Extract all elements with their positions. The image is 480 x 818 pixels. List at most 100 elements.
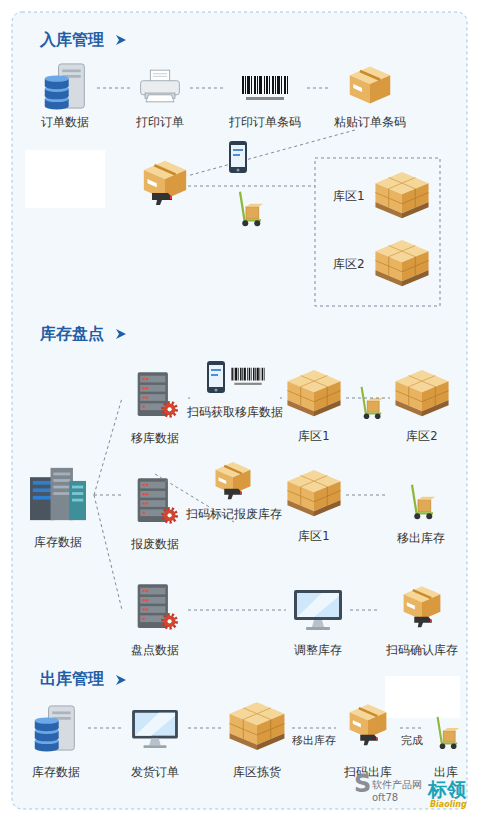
icon-node: 打印订单条码 [223, 62, 307, 130]
trolley-icon [438, 717, 460, 749]
node-caption: 打印订单条码 [211, 115, 319, 130]
monitor-icon [294, 590, 342, 630]
dashed-connector [94, 398, 122, 495]
node-caption: 订单数据 [21, 115, 109, 130]
scanner-icon [224, 489, 242, 500]
edge-label: 完成 [401, 734, 423, 748]
header-arrow [116, 329, 126, 339]
barcode-icon [231, 374, 264, 385]
scanner-icon [414, 617, 432, 628]
rack-icon [138, 478, 177, 522]
node-caption: 盘点数据 [110, 643, 200, 658]
leader-line [187, 130, 355, 176]
icon-node: 移库数据 [122, 368, 188, 446]
section-heading: 出库管理 [40, 669, 104, 688]
scanner-icon [152, 193, 172, 205]
white-patch [385, 676, 460, 718]
node-caption: 库区1 [270, 529, 358, 544]
monitor-icon [132, 710, 178, 748]
icon-node: 库区1 [282, 364, 346, 444]
pallet-icon [230, 702, 285, 750]
dashed-connector [88, 728, 122, 729]
icon-node: 库区2 [325, 236, 435, 292]
icon-node: 库存数据 [24, 700, 88, 780]
node-caption: 库区2 [333, 257, 365, 272]
barcode-icon [242, 85, 288, 100]
section-heading: 库存盘点 [40, 324, 104, 343]
node-caption: 库区2 [378, 429, 466, 444]
pallet-icon [375, 172, 428, 218]
node-caption: 移库数据 [110, 431, 200, 446]
box-icon [404, 586, 441, 620]
icon-node: 订单数据 [33, 62, 97, 130]
leader-line [188, 186, 315, 187]
icon-node: 发货订单 [122, 700, 188, 780]
icon-node: 盘点数据 [122, 580, 188, 658]
dashed-connector [280, 398, 282, 399]
dashed-connector [188, 610, 286, 611]
node-caption: 库区1 [270, 429, 358, 444]
dashed-connector [292, 728, 336, 729]
rack-icon [138, 372, 177, 416]
dashed-connector [94, 495, 122, 610]
icon-node: 扫码标记报废库存 [186, 456, 282, 522]
dashed-connector [346, 398, 390, 399]
dashed-connector [97, 88, 130, 89]
watermark: oft78 [372, 792, 398, 804]
dashed-connector [188, 728, 222, 729]
phone-icon [229, 141, 247, 173]
scanner-icon [360, 735, 378, 746]
box-icon [350, 67, 390, 104]
node-caption: 打印订单 [118, 115, 202, 130]
section-heading: 入库管理 [40, 30, 104, 49]
dashed-connector [400, 728, 424, 729]
node-caption: 出库 [412, 765, 480, 780]
printer-icon [141, 70, 180, 102]
server-cluster-icon [30, 468, 86, 520]
icon-node: 扫码获取移库数据 [190, 356, 280, 420]
node-caption: 报废数据 [110, 537, 200, 552]
pallet-icon [287, 470, 340, 516]
node-caption: 扫码获取移库数据 [178, 405, 292, 420]
dashed-connector [307, 88, 328, 89]
pallet-icon [395, 370, 448, 416]
node-caption: 扫码确认库存 [368, 643, 476, 658]
node-caption: 库存数据 [12, 765, 100, 780]
dashed-connector [190, 88, 223, 89]
watermark: Biaoling [430, 800, 467, 810]
pallet-icon [375, 240, 428, 286]
server-icon [35, 706, 75, 752]
pallet-icon [287, 370, 340, 416]
icon-node: 库区1 [282, 464, 346, 544]
icon-node: 报废数据 [122, 474, 188, 552]
box-icon [350, 704, 387, 738]
watermark: S [354, 770, 371, 799]
storage-area-frame [315, 158, 440, 306]
node-caption: 库区1 [333, 189, 365, 204]
icon-node: 库区拣货 [222, 698, 292, 780]
icon-node: 移出库存 [388, 474, 454, 546]
header-arrow [116, 35, 126, 45]
dashed-connector [188, 398, 190, 399]
trolley-icon [362, 387, 384, 419]
icon-node: 扫码出库 [336, 698, 400, 780]
node-caption: 扫码标记报废库存 [174, 507, 294, 522]
icon-node: 扫码确认库存 [380, 580, 464, 658]
icon-node: 库区1 [325, 168, 435, 224]
icon-node: 库存数据 [22, 465, 94, 550]
node-caption: 粘贴订单条码 [316, 115, 424, 130]
dashed-connector [346, 495, 388, 496]
header-arrow [116, 675, 126, 685]
node-caption: 发货订单 [110, 765, 200, 780]
server-icon [45, 64, 85, 110]
icon-node: 粘贴订单条码 [328, 62, 412, 130]
watermark: 标领 [428, 778, 466, 801]
node-caption: 库区拣货 [210, 765, 304, 780]
icon-node: 打印订单 [130, 62, 190, 130]
dashed-connector [350, 610, 380, 611]
phone-icon [207, 361, 225, 393]
trolley-icon [240, 192, 263, 227]
watermark: 软件产品网 [372, 779, 422, 791]
rack-icon [138, 584, 177, 628]
